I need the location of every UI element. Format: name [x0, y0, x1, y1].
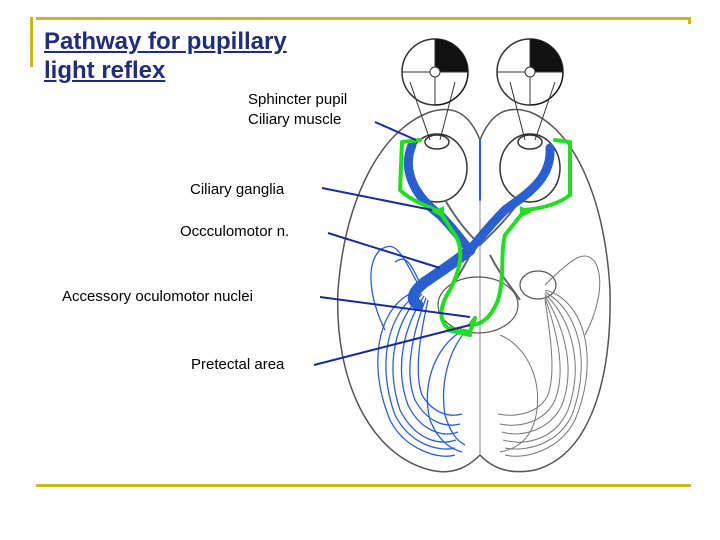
right-visual-field-icon: [496, 38, 564, 106]
slide-frame-right: [688, 17, 691, 24]
pointer-lines: [313, 121, 471, 366]
pointer-oculomotor-nerve: [327, 232, 441, 269]
right-eye: [499, 133, 561, 203]
pointer-ciliary-muscle: [374, 121, 417, 141]
afferent-pathway: [398, 138, 572, 337]
label-pretectal-area: Pretectal area: [191, 356, 285, 373]
lateral-geniculate-right: [519, 270, 557, 300]
pointer-accessory-nuclei: [319, 296, 471, 318]
efferent-pathway: [403, 139, 555, 311]
left-optic-radiation-fibers: [370, 245, 466, 457]
afferent-arrowheads: [432, 206, 532, 218]
slide-frame-left: [30, 17, 33, 67]
label-accessory-oculomotor-nuclei: Accessory oculomotor nuclei: [62, 288, 253, 305]
pointer-pretectal-area: [313, 324, 471, 366]
left-visual-field-icon: [401, 38, 469, 106]
title-line-2: light reflex: [44, 57, 166, 84]
label-sphincter-pupil: Sphincter pupil: [248, 91, 348, 108]
slide-frame-bottom: [36, 484, 691, 487]
midbrain: [437, 276, 519, 334]
title-line-1: Pathway for pupillary: [44, 28, 287, 55]
slide-frame-top: [36, 17, 691, 20]
label-oculomotor-nerve: Occculomotor n.: [180, 223, 290, 240]
label-ciliary-ganglia: Ciliary ganglia: [190, 181, 285, 198]
light-rays: [409, 81, 556, 141]
right-optic-radiation-fibers: [497, 255, 601, 457]
label-ciliary-muscle: Ciliary muscle: [248, 111, 342, 128]
optic-nerves: [444, 199, 521, 301]
slide-title: Pathway for pupillary light reflex: [44, 27, 287, 85]
brain-outline: [336, 108, 611, 473]
pointer-ciliary-ganglia: [321, 187, 433, 211]
